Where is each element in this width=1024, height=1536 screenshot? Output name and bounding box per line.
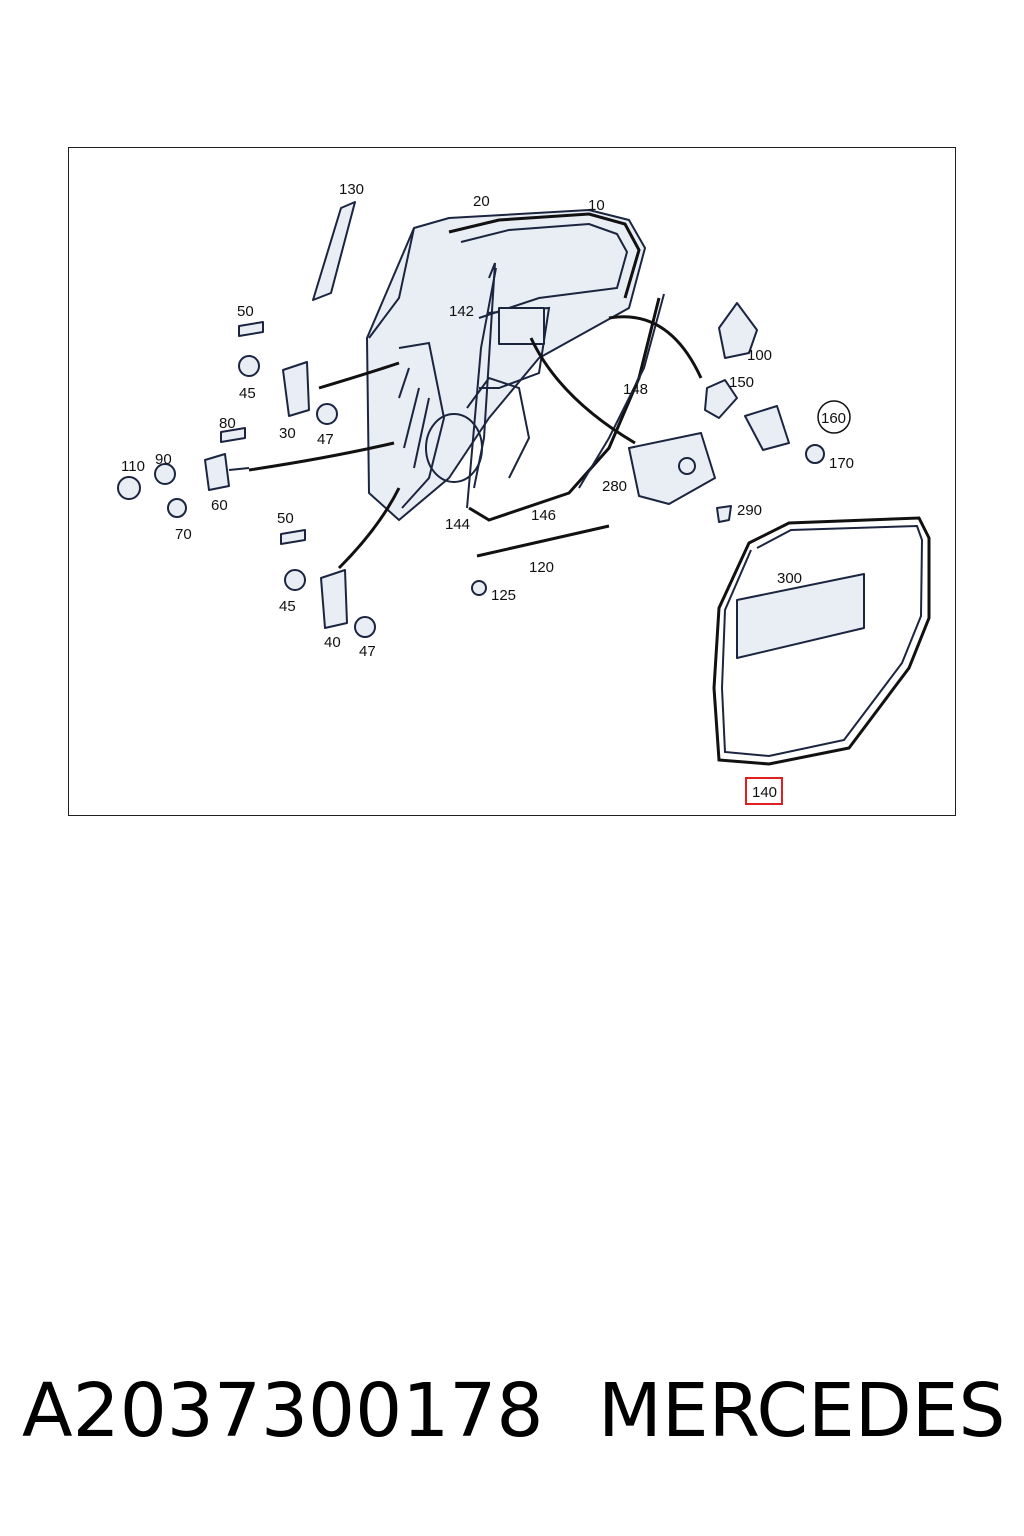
callout-100: 100 [747, 347, 772, 364]
callout-30: 30 [279, 425, 296, 442]
nut-110 [117, 476, 141, 500]
callout-142: 142 [449, 303, 474, 320]
door-seal-140 [712, 516, 931, 766]
arrow-to-280 [529, 337, 636, 445]
bolt-45-upper [238, 355, 260, 377]
control-unit-280 [628, 432, 716, 505]
parts-diagram: 130 20 10 50 142 100 45 148 150 160 30 4… [68, 147, 956, 816]
callout-290: 290 [737, 502, 762, 519]
callout-120: 120 [529, 559, 554, 576]
arrow-to-150 [608, 315, 703, 379]
callout-280: 280 [602, 478, 627, 495]
callout-60: 60 [211, 497, 228, 514]
screw-170 [805, 444, 825, 464]
nut-90 [154, 463, 176, 485]
nut-47-upper [316, 403, 338, 425]
callout-300: 300 [777, 570, 802, 587]
clip-290 [716, 505, 732, 523]
bolt-80 [220, 427, 246, 443]
callout-160: 160 [821, 410, 846, 427]
callout-170: 170 [829, 455, 854, 472]
callout-130: 130 [339, 181, 364, 198]
arrow-hinge [318, 361, 400, 390]
callout-146: 146 [531, 507, 556, 524]
nut-47-lower [354, 616, 376, 638]
callout-40: 40 [324, 634, 341, 651]
brand-name: MERCEDES [598, 1368, 1006, 1454]
callout-140: 140 [752, 784, 777, 801]
part-number: A2037300178 [22, 1368, 544, 1454]
product-caption: A2037300178 MERCEDES [22, 1368, 1012, 1468]
window-trim-130 [312, 201, 356, 301]
rear-door-assembly [366, 209, 646, 521]
seal-strip-120 [476, 524, 610, 558]
cover-part-100 [718, 302, 758, 359]
callout-47-lower: 47 [359, 643, 376, 660]
bolt-45-lower [284, 569, 306, 591]
callout-50-upper: 50 [237, 303, 254, 320]
callout-50-lower: 50 [277, 510, 294, 527]
callout-148: 148 [623, 381, 648, 398]
bolt-50-lower [280, 529, 306, 545]
callout-47-upper: 47 [317, 431, 334, 448]
callout-90: 90 [155, 451, 172, 468]
callout-144: 144 [445, 516, 470, 533]
callout-70: 70 [175, 526, 192, 543]
callout-110: 110 [121, 458, 145, 475]
callout-125: 125 [491, 587, 516, 604]
callout-140-highlight [745, 777, 783, 805]
hinge-lower-40 [320, 569, 348, 629]
callout-45-upper: 45 [239, 385, 256, 402]
trim-panel-300 [736, 573, 865, 659]
exploded-door-view: 130 20 10 50 142 100 45 148 150 160 30 4… [117, 181, 931, 805]
bracket-part-160 [744, 405, 790, 451]
guide-rail-142 [466, 267, 497, 509]
latch-part-150 [704, 379, 738, 419]
callout-45-lower: 45 [279, 598, 296, 615]
striker-60 [204, 453, 230, 491]
clip-125 [471, 580, 487, 596]
nut-70 [167, 498, 187, 518]
arrow-lower-hinge [337, 487, 401, 570]
callout-160-circle [817, 400, 851, 434]
guide-rail-148 [578, 293, 665, 489]
callout-20: 20 [473, 193, 490, 210]
callout-150: 150 [729, 374, 754, 391]
callout-10: 10 [588, 197, 605, 214]
arrow-lock [248, 441, 395, 472]
hinge-upper-30 [282, 361, 310, 417]
callout-80: 80 [219, 415, 236, 432]
bolt-50-upper [238, 321, 264, 337]
